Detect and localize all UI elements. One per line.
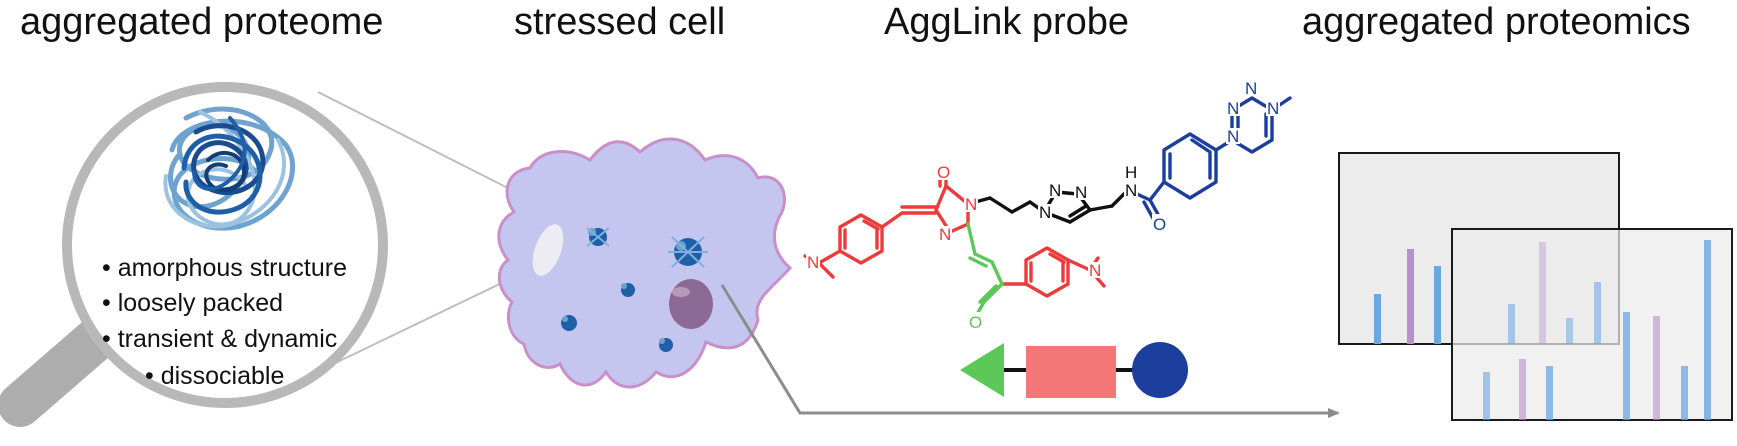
atom-nitrogen-6: N bbox=[1049, 181, 1061, 200]
spectrum-bars-back bbox=[1374, 249, 1441, 344]
spectrum-bar bbox=[1539, 242, 1546, 344]
property-amorphous-structure: • amorphous structure bbox=[102, 254, 347, 282]
spectrum-panel-front bbox=[1451, 228, 1733, 421]
atom-nitrogen-7: N bbox=[1075, 183, 1087, 202]
title-stressed-cell: stressed cell bbox=[514, 1, 725, 43]
atom-labels: O N N N N O N N N N H O N N N N bbox=[806, 79, 1280, 332]
spectrum-bar bbox=[1623, 312, 1630, 420]
michael-acceptor bbox=[966, 222, 1004, 318]
probe-crosslink-mark bbox=[586, 227, 708, 268]
spectrum-bar bbox=[1566, 318, 1573, 344]
atom-nitrogen-3: N bbox=[807, 253, 819, 272]
atom-oxygen-1: O bbox=[937, 163, 950, 182]
property-loosely-packed: • loosely packed bbox=[102, 289, 283, 317]
spectrum-bar bbox=[1407, 249, 1414, 344]
atom-nitrogen-2: N bbox=[939, 225, 951, 244]
atom-tetrazine-n4: N bbox=[1267, 99, 1279, 118]
protein-aggregate-icon bbox=[163, 106, 296, 231]
tetrazine bbox=[1126, 96, 1292, 222]
cell-nucleus bbox=[669, 279, 713, 329]
atom-tetrazine-n3: N bbox=[1245, 79, 1257, 98]
atom-nitrogen-8: N bbox=[1125, 181, 1137, 200]
atom-nitrogen-4: N bbox=[1089, 261, 1101, 280]
atom-tetrazine-n2: N bbox=[1227, 99, 1239, 118]
atom-nitrogen-1: N bbox=[965, 195, 977, 214]
cell-nucleus-highlight bbox=[672, 287, 690, 297]
atom-tetrazine-n1: N bbox=[1227, 127, 1239, 146]
title-aggregated-proteomics: aggregated proteomics bbox=[1302, 1, 1691, 43]
spectrum-panel-icon bbox=[1338, 152, 1733, 421]
cell-vacuole bbox=[532, 224, 564, 276]
probe-schematic-icon bbox=[960, 342, 1188, 398]
spectrum-bar bbox=[1519, 359, 1526, 420]
spectrum-bar bbox=[1508, 304, 1515, 344]
cell-icon bbox=[497, 137, 793, 389]
warhead-triangle bbox=[960, 343, 1004, 397]
spectrum-bar bbox=[1704, 240, 1711, 420]
atom-oxygen-3: O bbox=[1153, 215, 1166, 234]
spectrum-bar bbox=[1653, 316, 1660, 420]
atom-nitrogen-5: N bbox=[1039, 203, 1051, 222]
magnifier-handle bbox=[0, 318, 117, 427]
atom-amide-h: H bbox=[1125, 163, 1137, 182]
spectrum-bar bbox=[1594, 282, 1601, 344]
spectrum-bar bbox=[1546, 366, 1553, 420]
tetrazine-handle-circle bbox=[1132, 342, 1188, 398]
title-aggregated-proteome: aggregated proteome bbox=[20, 1, 383, 43]
spectrum-bar bbox=[1681, 366, 1688, 420]
arrow-icon bbox=[720, 284, 1340, 418]
spectrum-bar bbox=[1483, 372, 1490, 420]
title-agglink-probe: AggLink probe bbox=[884, 1, 1129, 43]
fluorophore-block bbox=[1026, 346, 1116, 398]
property-transient-dynamic: • transient & dynamic bbox=[102, 325, 337, 353]
property-dissociable: • dissociable bbox=[145, 362, 284, 390]
spectrum-bar bbox=[1374, 294, 1381, 344]
magnifier-lens bbox=[62, 82, 388, 408]
atom-oxygen-2: O bbox=[969, 313, 982, 332]
magnifier-icon bbox=[0, 82, 588, 427]
spectrum-bars-front bbox=[1483, 240, 1711, 420]
spectrum-bar bbox=[1434, 266, 1441, 344]
